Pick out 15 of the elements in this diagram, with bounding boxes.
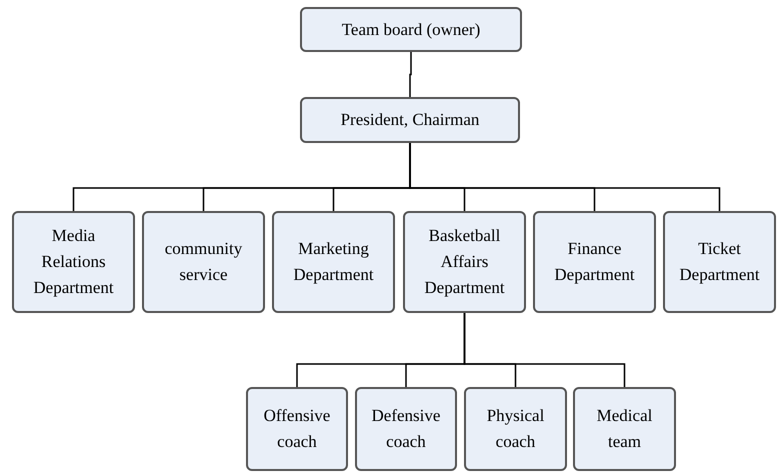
- org-box: Marketing Department: [272, 211, 395, 313]
- org-box: Finance Department: [533, 211, 656, 313]
- org-box: Basketball Affairs Department: [403, 211, 526, 313]
- org-box: Defensive coach: [355, 387, 457, 471]
- org-box: Team board (owner): [300, 7, 522, 52]
- connector-line: [409, 143, 720, 211]
- org-box: Offensive coach: [246, 387, 348, 471]
- org-box: Medical team: [573, 387, 676, 471]
- org-box: Physical coach: [464, 387, 567, 471]
- connector-line: [464, 313, 626, 387]
- org-box: Media Relations Department: [12, 211, 135, 313]
- org-box: community service: [142, 211, 265, 313]
- org-box: President, Chairman: [300, 97, 520, 143]
- org-box: Ticket Department: [663, 211, 776, 313]
- connector-line: [409, 52, 412, 97]
